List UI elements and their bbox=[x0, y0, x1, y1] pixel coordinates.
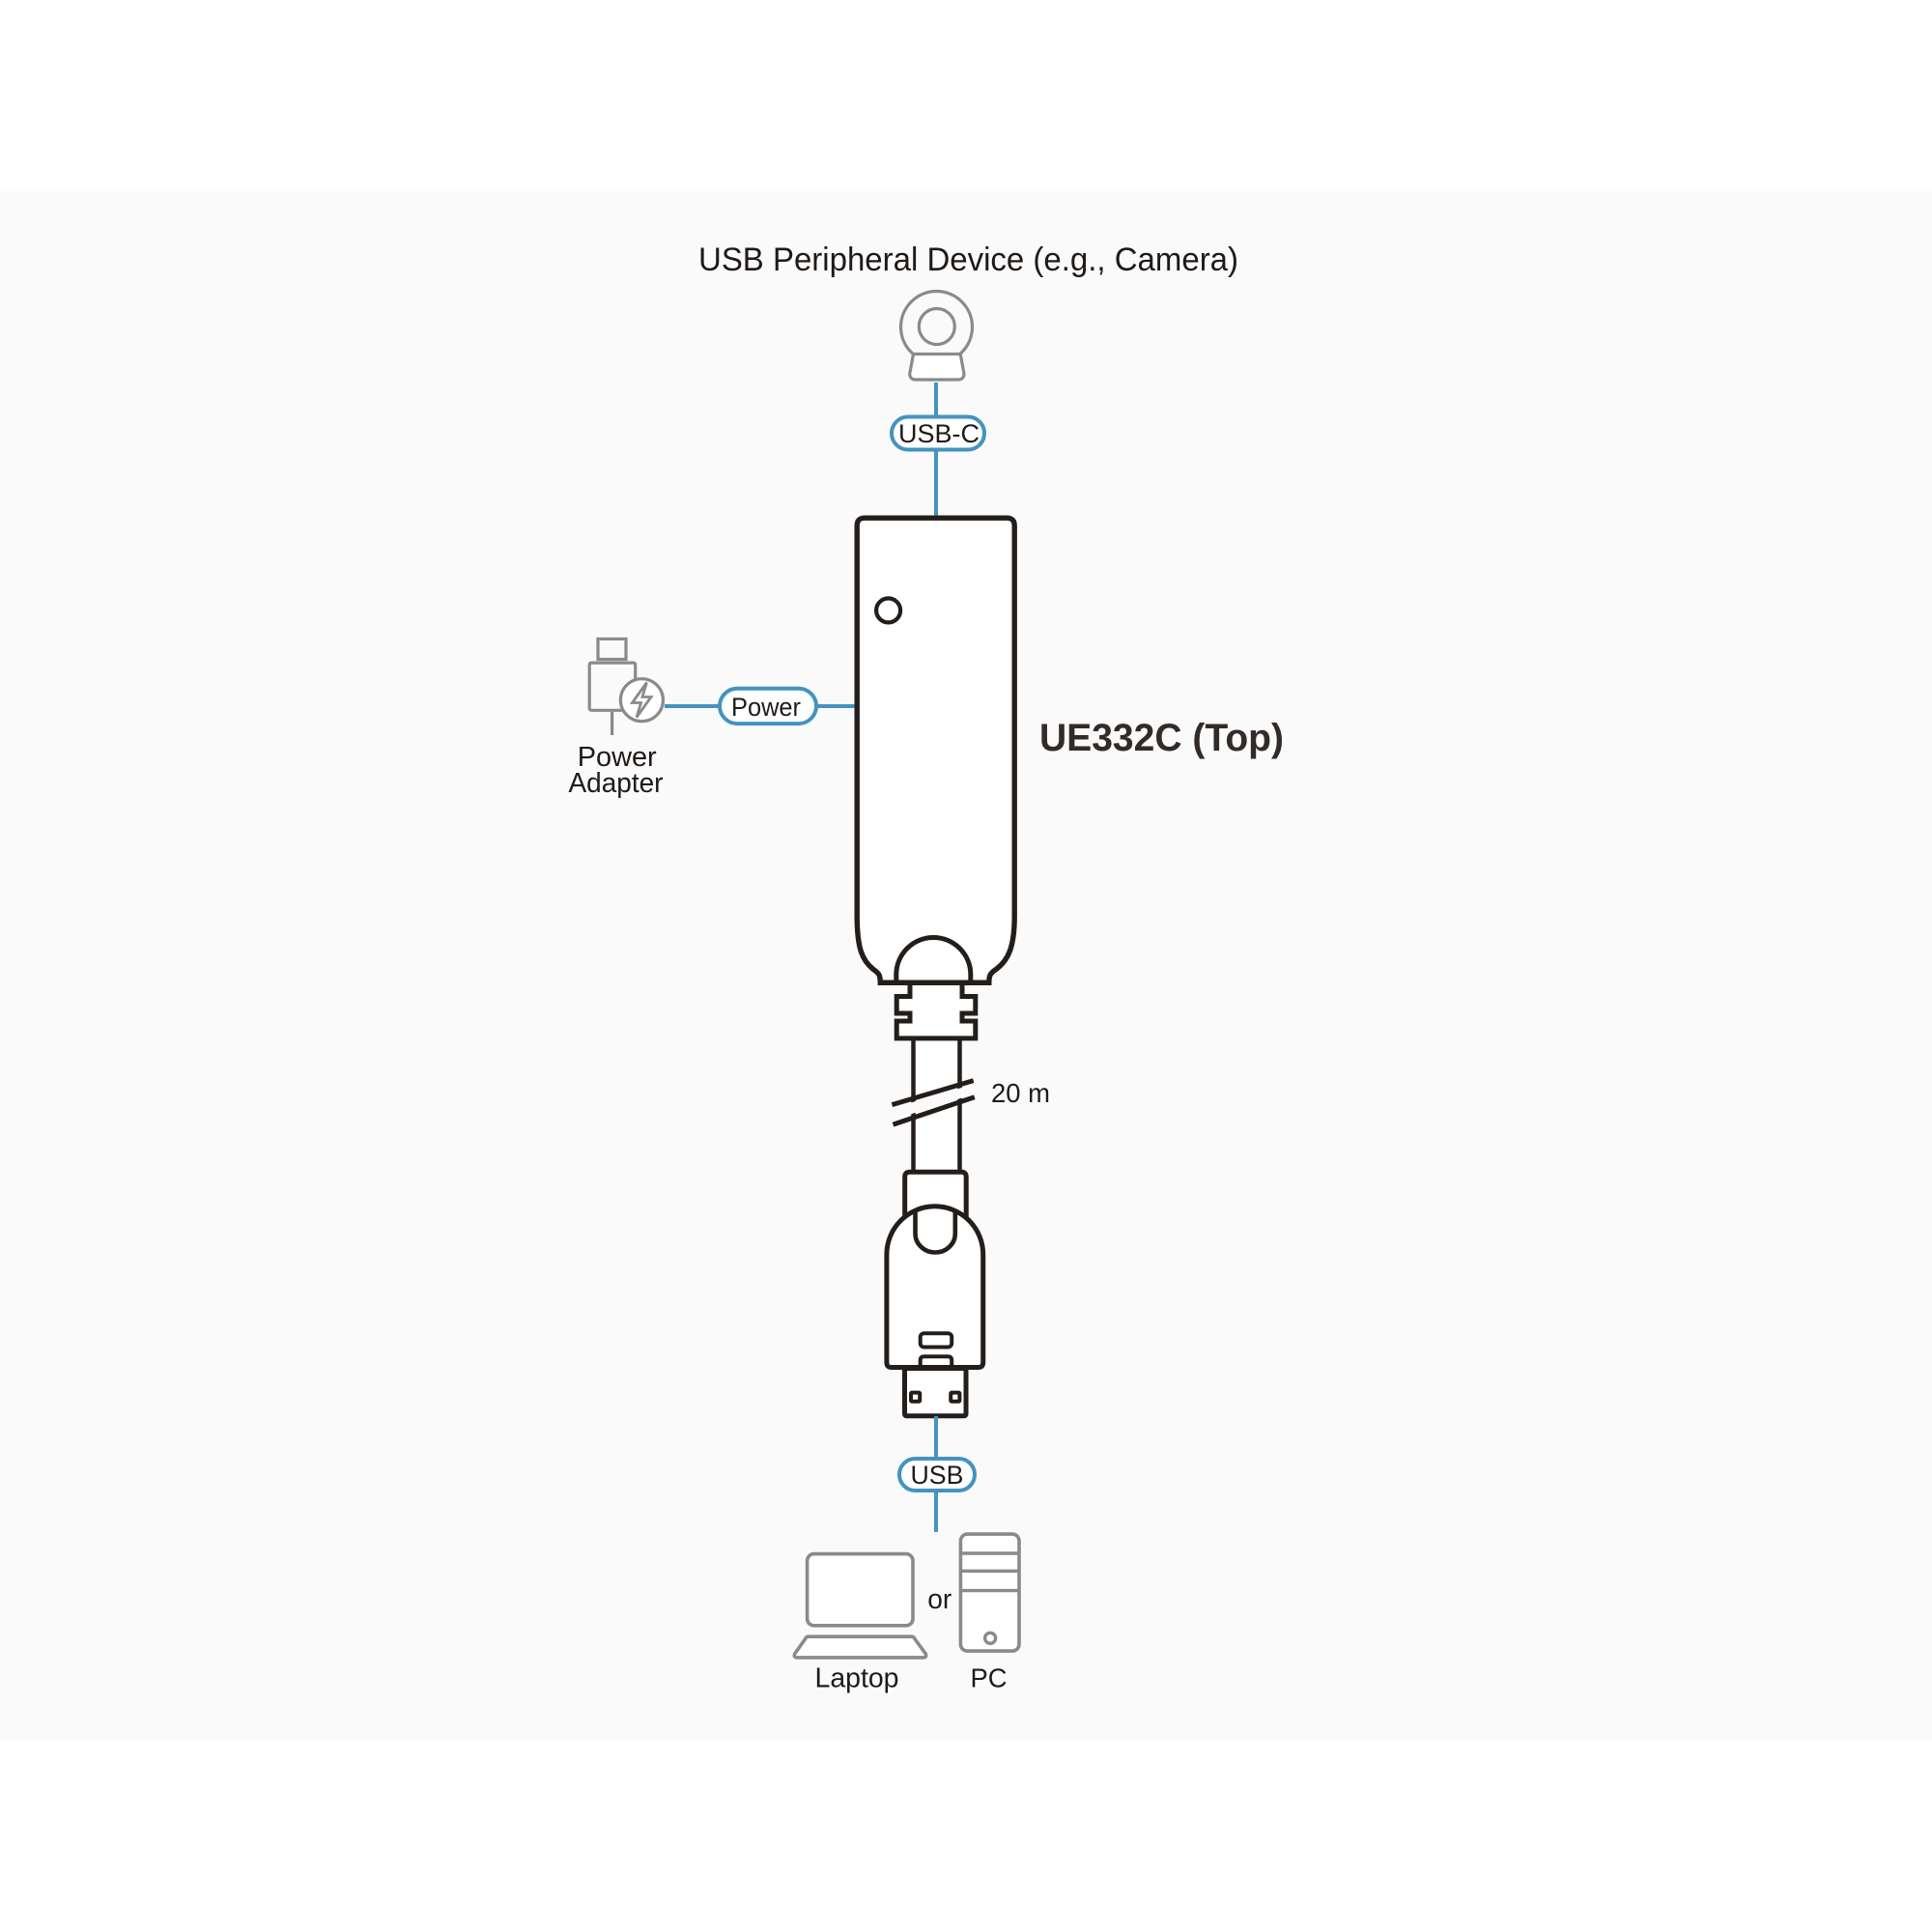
svg-text:UE332C (Top): UE332C (Top) bbox=[1039, 717, 1284, 759]
svg-text:PC: PC bbox=[971, 1663, 1008, 1693]
svg-text:20 m: 20 m bbox=[991, 1078, 1050, 1108]
svg-text:USB: USB bbox=[911, 1461, 964, 1490]
svg-text:Power: Power bbox=[731, 693, 801, 722]
svg-text:Laptop: Laptop bbox=[815, 1663, 899, 1694]
svg-text:or: or bbox=[927, 1584, 952, 1615]
svg-text:USB-C: USB-C bbox=[898, 419, 980, 448]
svg-text:Power: Power bbox=[578, 742, 657, 773]
svg-text:USB Peripheral Device (e.g., C: USB Peripheral Device (e.g., Camera) bbox=[698, 242, 1238, 278]
svg-text:Adapter: Adapter bbox=[569, 768, 664, 799]
